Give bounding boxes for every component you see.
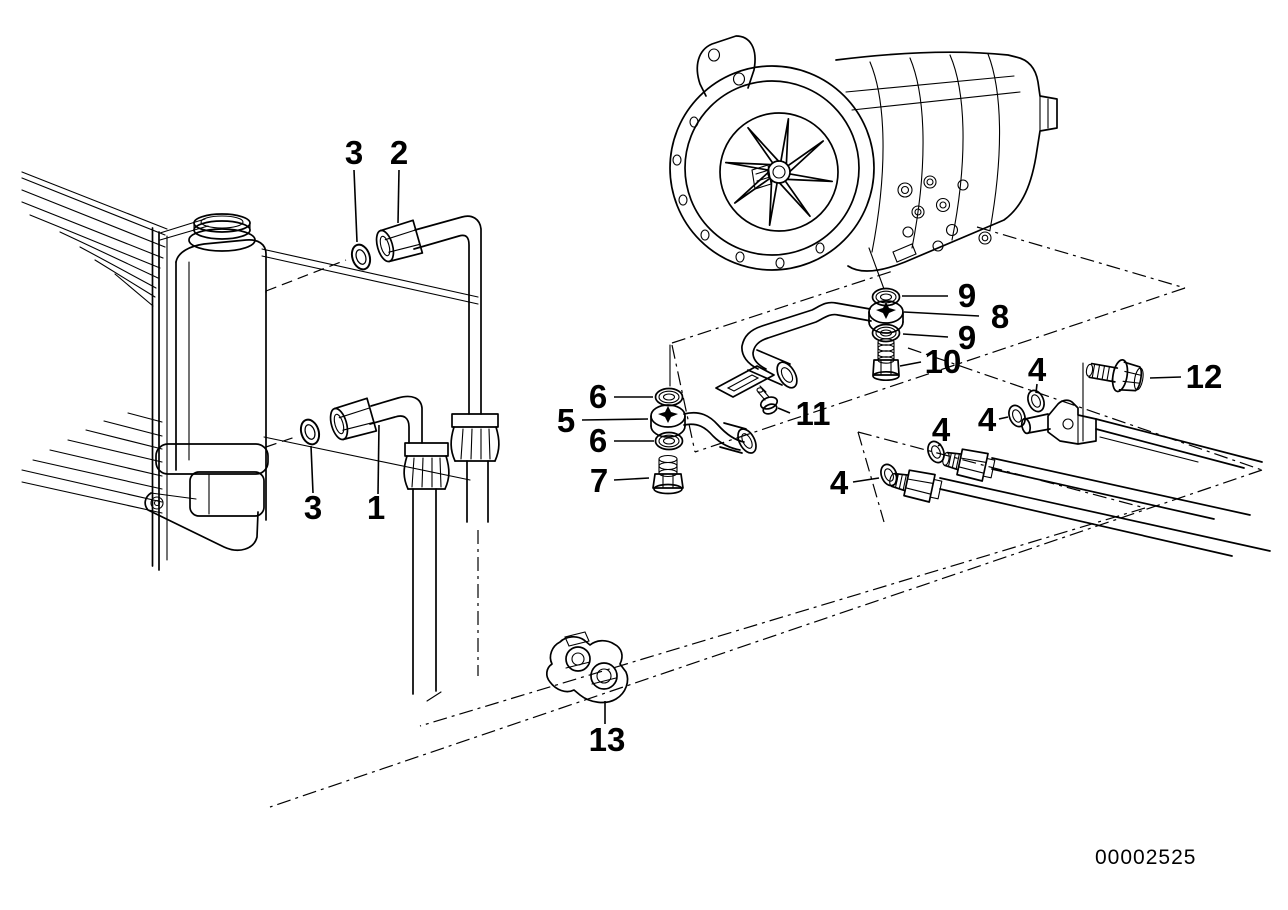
- pipe-clamp-13: [546, 631, 629, 704]
- callout-4-upper-leader: [1035, 383, 1038, 394]
- filler-cap: [188, 213, 256, 252]
- valve-body-ports: [892, 175, 992, 263]
- callout-3-lower-leader: [310, 445, 314, 494]
- callout-9-lower-leader: [902, 333, 949, 338]
- o-ring-4-right: [1005, 402, 1029, 430]
- radiator: [21, 171, 479, 571]
- callout-6-upper[interactable]: 6: [589, 378, 607, 415]
- screw-fitting-b: [939, 443, 997, 484]
- washer-6-lower: [654, 431, 684, 451]
- pipe1-hose: [412, 488, 437, 695]
- oil-pipe-1: [265, 395, 450, 702]
- upper-pipe-rail: [1095, 418, 1263, 469]
- pipe-b: [991, 457, 1251, 520]
- pipe2-mount-leader: [265, 259, 347, 292]
- radiator-fins-bottom: [21, 412, 163, 514]
- pipe-bracket-tab: [715, 365, 775, 398]
- tank-bracket-band: [155, 443, 269, 475]
- pipe-a: [939, 477, 1271, 557]
- reference-plane-lines: [269, 226, 1263, 808]
- callout-11[interactable]: 11: [796, 395, 831, 432]
- pipe2-union-nut: [372, 219, 424, 266]
- callout-12[interactable]: 12: [1186, 358, 1223, 395]
- callout-5[interactable]: 5: [557, 402, 575, 439]
- pipe-holder-bracket: [1047, 362, 1097, 445]
- callout-4-lower[interactable]: 4: [830, 464, 849, 501]
- pipe1-crimp-sleeve: [403, 442, 450, 490]
- cooler-pipes: [877, 358, 1271, 557]
- pipe1-union-nut: [326, 397, 378, 444]
- callout-4-lower-leader: [852, 477, 880, 483]
- banjo-assembly-left: [650, 344, 757, 495]
- hollow-bolt-7: [652, 454, 684, 495]
- callout-5-leader: [581, 418, 649, 421]
- oil-pipe-2: [265, 215, 500, 676]
- tank-foot: [189, 471, 265, 517]
- hollow-bolt-10: [872, 338, 900, 382]
- flange-bolt-12: [1085, 358, 1144, 393]
- pipe1-mount-leader: [265, 435, 299, 448]
- callout-9-upper[interactable]: 9: [958, 277, 976, 314]
- pipe2-crimp-sleeve: [450, 413, 500, 462]
- callout-11-leader: [777, 407, 791, 414]
- torque-converter-fan: [724, 117, 834, 227]
- callout-13[interactable]: 13: [589, 721, 626, 758]
- pipe2-hose: [466, 460, 489, 523]
- callout-8[interactable]: 8: [991, 298, 1009, 335]
- tank-lower-bracket: [144, 492, 259, 551]
- transmission: [669, 35, 1058, 290]
- transmission-case: [835, 51, 1058, 272]
- bell-housing: [669, 65, 875, 271]
- banjo-assembly-right: [715, 287, 904, 415]
- callout-12-leader: [1149, 376, 1182, 379]
- o-ring-3-upper: [347, 241, 375, 273]
- callout-3-upper[interactable]: 3: [345, 134, 363, 171]
- transmission-leader-line: [868, 247, 885, 290]
- callout-3-lower[interactable]: 3: [304, 489, 322, 526]
- callout-4-middle[interactable]: 4: [932, 411, 951, 448]
- banjo5-pipe-sleeve: [719, 422, 757, 454]
- banjo8-pipe-sleeve: [747, 349, 798, 389]
- washer-6-upper: [654, 387, 684, 407]
- callout-8-leader: [903, 311, 980, 317]
- callout-4-right-leader: [998, 416, 1009, 420]
- pipe1-hose-break: [426, 691, 442, 702]
- radiator-core-edges: [261, 248, 479, 481]
- callout-4-right[interactable]: 4: [978, 401, 997, 438]
- radiator-fins-top: [21, 171, 168, 307]
- bracket-bolt-11: [756, 385, 779, 415]
- bell-housing-ear: [696, 35, 756, 97]
- callout-7[interactable]: 7: [590, 462, 608, 499]
- callout-10-leader: [899, 361, 922, 367]
- callout-1[interactable]: 1: [367, 489, 385, 526]
- expansion-tank: [144, 213, 269, 551]
- radiator-frame: [151, 218, 209, 571]
- callout-10[interactable]: 10: [925, 343, 962, 380]
- callout-4-upper[interactable]: 4: [1028, 351, 1047, 388]
- callout-1-leader: [377, 424, 380, 495]
- callout-2-leader: [397, 169, 400, 224]
- callout-6-lower[interactable]: 6: [589, 422, 607, 459]
- callout-3-upper-leader: [353, 169, 358, 243]
- callout-9-lower[interactable]: 9: [958, 319, 976, 356]
- callout-7-leader: [613, 477, 650, 481]
- callout-4-middle-leader: [937, 443, 942, 447]
- diagram-id: 00002525: [1095, 846, 1196, 869]
- pipe-stub: [1020, 413, 1051, 435]
- o-ring-3-lower: [296, 416, 324, 448]
- callout-2[interactable]: 2: [390, 134, 408, 171]
